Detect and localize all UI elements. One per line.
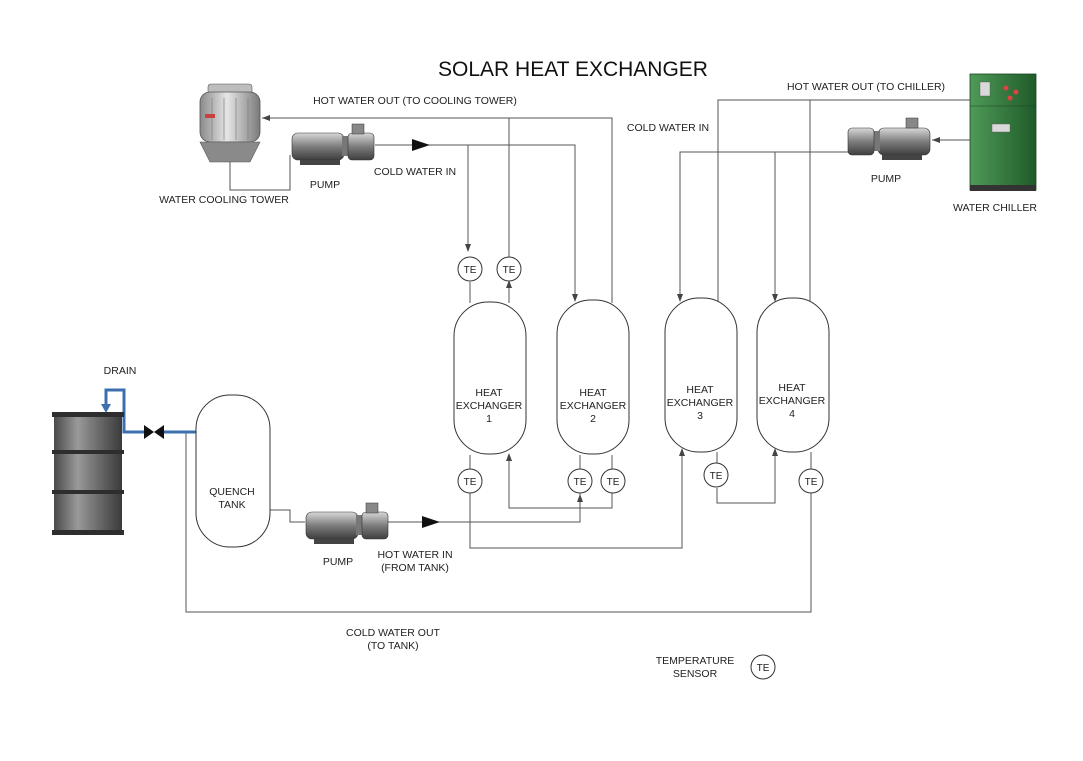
hx2-label-line2: EXCHANGER [560, 400, 627, 412]
hx4-label-line1: HEAT [778, 382, 806, 394]
heat-exchanger-3: HEAT EXCHANGER 3 [664, 297, 738, 453]
label-quench-line1: QUENCH [209, 486, 255, 498]
hx3-label-line2: EXCHANGER [667, 397, 734, 409]
arrow-to-cooling-tower [262, 115, 270, 121]
label-pump-chiller: PUMP [871, 173, 901, 185]
pump-tank-icon [305, 502, 389, 544]
temperature-sensor-hx1-in: TE [457, 256, 483, 282]
water-chiller-icon [969, 73, 1037, 191]
temperature-sensor-hx3: TE [703, 462, 729, 488]
svg-text:TE: TE [503, 265, 516, 276]
pipe-hx3-to-hx4 [716, 450, 776, 504]
label-quench-line2: TANK [218, 499, 245, 511]
pipe-hx1-to-hx3 [469, 450, 683, 549]
svg-text:TE: TE [710, 471, 723, 482]
legend-label-line1: TEMPERATURE [656, 655, 735, 667]
pipe-hot-water-to-cooling-tower [262, 117, 613, 303]
temperature-sensor-hx2-in: TE [567, 468, 593, 494]
flow-arrow-bottom [422, 516, 440, 528]
water-cooling-tower-icon [199, 83, 261, 163]
label-cold-water-out-line1: COLD WATER OUT [346, 627, 441, 639]
label-drain: DRAIN [104, 365, 137, 377]
temperature-sensor-hx4: TE [798, 468, 824, 494]
label-pump-tower: PUMP [310, 179, 340, 191]
label-water-chiller: WATER CHILLER [953, 202, 1037, 214]
drain-arrow [101, 404, 111, 413]
heat-exchanger-1: HEAT EXCHANGER 1 [453, 301, 527, 455]
label-hot-water-in-line1: HOT WATER IN [377, 549, 452, 561]
piping [185, 99, 970, 613]
quench-tank [195, 394, 271, 548]
label-hot-water-out-cooling-tower: HOT WATER OUT (TO COOLING TOWER) [313, 95, 517, 107]
temperature-sensor-hx2-out: TE [600, 468, 626, 494]
temperature-sensor-hx1-out: TE [496, 256, 522, 282]
pipe-hot-water-to-chiller [717, 99, 970, 303]
heat-exchanger-2: HEAT EXCHANGER 2 [556, 299, 630, 455]
label-cold-water-out-line2: (TO TANK) [367, 640, 418, 652]
drain-barrel [52, 412, 124, 535]
svg-text:TE: TE [607, 477, 620, 488]
pipe-cold-water-in-top [375, 144, 576, 300]
legend-temperature-sensor: TEMPERATURE SENSOR TE [656, 654, 776, 680]
svg-text:TE: TE [805, 477, 818, 488]
hx1-label-num: 1 [486, 413, 492, 425]
label-cold-water-in-chiller: COLD WATER IN [627, 122, 709, 134]
hx3-label-num: 3 [697, 410, 703, 422]
drain-pipe [118, 388, 144, 434]
svg-text:TE: TE [464, 265, 477, 276]
svg-text:TE: TE [464, 477, 477, 488]
svg-text:TE: TE [574, 477, 587, 488]
label-cold-water-in-tower: COLD WATER IN [374, 166, 456, 178]
legend-label-line2: SENSOR [673, 668, 718, 680]
drain-pipe-up [104, 388, 118, 410]
pipe-tower-to-pump [229, 155, 291, 191]
flow-arrow-top [412, 139, 430, 151]
hx4-label-num: 4 [789, 408, 795, 420]
hx1-label-line1: HEAT [475, 387, 503, 399]
pipe-cold-water-in-chiller [679, 151, 850, 300]
hx1-label-line2: EXCHANGER [456, 400, 523, 412]
label-hot-water-out-chiller: HOT WATER OUT (TO CHILLER) [787, 81, 945, 93]
hx4-label-line2: EXCHANGER [759, 395, 826, 407]
hx3-label-line1: HEAT [686, 384, 714, 396]
hx2-label-num: 2 [590, 413, 596, 425]
pump-cooling-tower-icon [291, 123, 375, 165]
drain-valve[interactable] [144, 425, 164, 439]
label-water-cooling-tower: WATER COOLING TOWER [159, 194, 289, 206]
pipe-hot-water-in [388, 492, 581, 523]
temperature-sensor-hx1-bottom: TE [457, 468, 483, 494]
label-pump-tank: PUMP [323, 556, 353, 568]
label-hot-water-in-line2: (FROM TANK) [381, 562, 449, 574]
pipe-tank-to-pump [270, 509, 305, 523]
pipe-hx1-hx2-loop [508, 455, 613, 509]
svg-text:TE: TE [757, 663, 770, 674]
pump-chiller-icon [847, 117, 931, 160]
hx2-label-line1: HEAT [579, 387, 607, 399]
diagram-title: SOLAR HEAT EXCHANGER [438, 58, 708, 81]
heat-exchanger-4: HEAT EXCHANGER 4 [756, 297, 830, 453]
legend-sensor-symbol [750, 654, 776, 680]
